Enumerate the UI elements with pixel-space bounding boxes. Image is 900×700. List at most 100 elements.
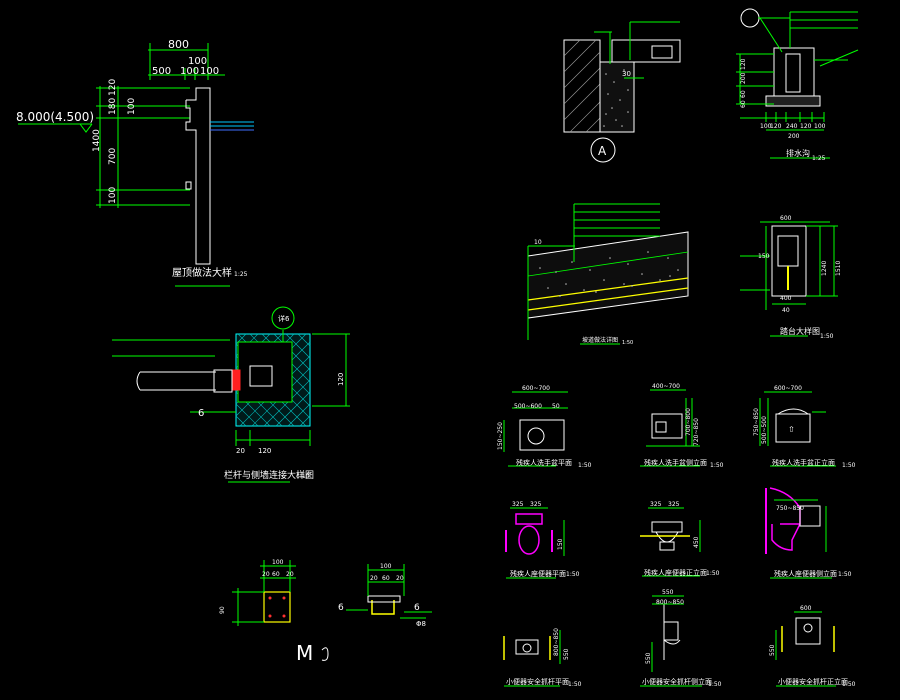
urinal-row: 800~850 550 小便器安全抓杆平面 1:50 550 800~850 5…: [503, 589, 856, 688]
anchor-scale: 1:10: [296, 473, 310, 480]
drain-dim-120c: 120: [740, 58, 747, 70]
toilet-front-dim-c: 450: [693, 536, 700, 548]
sink-front-dim-b: 750~850: [753, 408, 760, 436]
roof-elevation: 8.000(4.500): [16, 110, 94, 124]
section-a-wall-hatch: [563, 39, 601, 133]
anchor-dim-20: 20: [236, 447, 245, 455]
roof-dim-1400: 1400: [92, 129, 102, 152]
urinal-side-title: 小便器安全抓杆侧立面: [642, 677, 712, 686]
drain-dim-240: 240: [786, 123, 798, 130]
toilet-front: 325 325 450 残疾人座便器正立面 1:50: [640, 501, 720, 577]
sink-front-scale: 1:50: [842, 462, 856, 469]
anchor-dim-120b: 120: [337, 373, 345, 386]
section-a-channel: [651, 45, 673, 59]
drain-texts: 100 120 240 120 100 200 120 200 60 60 排水…: [740, 58, 826, 162]
step-dim-150: 150: [758, 253, 770, 260]
sink-side-dim-b: 700~800: [685, 408, 692, 436]
small2-dim-20b: 20: [396, 575, 404, 582]
ramp-dim: 10: [534, 239, 542, 246]
sink-plan-title: 残疾人洗手盆平面: [516, 458, 572, 467]
roof-left-dims: 120 180 100 1400 700 100: [92, 79, 137, 204]
roof-texts: 800 100 500 100 100 8.000(4.500) 屋顶做法大样 …: [16, 38, 248, 279]
sink-plan-dim-d: 150~250: [497, 422, 504, 450]
urinal-plan: 800~850 550 小便器安全抓杆平面 1:50: [503, 628, 582, 688]
drain-scale: 1:25: [812, 155, 826, 162]
ramp-leaders: [527, 203, 660, 345]
step-core: [777, 235, 799, 267]
step-dim-40: 40: [782, 307, 790, 314]
small1-dim-20b: 20: [286, 571, 294, 578]
sink-plan-scale: 1:50: [578, 462, 592, 469]
drain-dim-200: 200: [788, 133, 800, 140]
sink-side-dim-a: 400~700: [652, 383, 680, 390]
toilet-side-scale: 1:50: [838, 571, 852, 578]
section-a-label: A: [598, 144, 607, 158]
small1-title: M: [296, 641, 313, 665]
step-title: 踏台大样图: [780, 326, 820, 336]
roof-dim-100c: 100: [200, 66, 219, 77]
sink-side-title: 残疾人洗手盆侧立面: [644, 458, 707, 467]
drain-dim-120a: 120: [770, 123, 782, 130]
sink-front-arrow: ⇧: [788, 425, 795, 434]
sink-plan-dim-b: 500~600: [514, 403, 542, 410]
sink-front-dim-c: 500~500: [761, 416, 768, 444]
step-body: [771, 225, 807, 297]
small2-dim-20a: 20: [370, 575, 378, 582]
drain-dim-60b: 60: [740, 100, 747, 108]
anchor-embed-box: [237, 341, 293, 403]
drain-dim-60a: 60: [740, 90, 747, 98]
small1-dim-90: 90: [219, 606, 226, 614]
toilet-row: 325 325 150 残疾人座便器平面 1:50 325 325 450 残疾…: [505, 487, 852, 579]
anchor-callout-circle: [271, 306, 295, 330]
step-detail: 600 150 40 400 1240 1510 踏台大样图 1:50: [740, 215, 842, 340]
toilet-plan-dim-a: 325: [512, 501, 524, 508]
small1-dim-100: 100: [272, 559, 284, 566]
small2-channel: [371, 600, 395, 615]
step-texts: 600 150 40 400 1240 1510 踏台大样图 1:50: [758, 215, 842, 340]
small1-dim-60: 60: [272, 571, 280, 578]
drain-dim-100a: 100: [760, 123, 772, 130]
roof-dim-100d: 100: [127, 98, 137, 115]
sink-side: 400~700 700~800 720~850 残疾人洗手盆侧立面 1:50: [640, 383, 724, 469]
drain-dim-100b: 100: [814, 123, 826, 130]
urinal-side-dim-a: 550: [662, 589, 674, 596]
small2-dim-60: 60: [382, 575, 390, 582]
urinal-side-scale: 1:50: [708, 681, 722, 688]
section-a-dots: [603, 69, 629, 127]
urinal-plan-dim-a: 800~850: [553, 628, 560, 656]
anchor-callout: 详6: [278, 314, 290, 323]
toilet-front-title: 残疾人座便器正立面: [644, 568, 707, 577]
small-detail-1: 100 20 60 20 90 M: [219, 559, 329, 665]
roof-dim-100e: 100: [108, 187, 118, 204]
toilet-side: 750~850 残疾人座便器侧立面 1:50: [765, 487, 852, 579]
section-a: A 30: [563, 21, 681, 163]
urinal-front: 600 550 小便器安全抓杆正立面 1:50: [769, 605, 856, 688]
section-a-gutter: [611, 39, 681, 63]
sink-plan-dim-a: 600~700: [522, 385, 550, 392]
anchor-title: 栏杆与侧墙连接大样图: [224, 469, 314, 481]
roof-detail: [18, 43, 225, 208]
ramp-gravel: [539, 251, 679, 297]
roof-title: 屋顶做法大样: [172, 266, 232, 279]
toilet-front-scale: 1:50: [706, 570, 720, 577]
section-a-marker-circle: [590, 137, 616, 163]
ramp-title: 坡道做法详图: [582, 336, 618, 344]
sink-side-dim-c: 720~850: [693, 418, 700, 446]
drain-leaders: [736, 11, 859, 159]
urinal-side: 550 800~850 550 小便器安全抓杆侧立面 1:50: [640, 589, 722, 688]
section-a-dim: 30: [622, 70, 631, 78]
small2-dim-100: 100: [380, 563, 392, 570]
small-detail-2: 100 20 60 20 6 6 Φ8: [338, 563, 432, 628]
ramp-scale: 1:50: [622, 340, 633, 346]
step-dim-1240: 1240: [821, 261, 828, 276]
drain-detail: 100 120 240 120 100 200 120 200 60 60 排水…: [736, 8, 859, 162]
toilet-side-dim-a: 750~850: [776, 505, 804, 512]
toilet-plan-scale: 1:50: [566, 571, 580, 578]
small2-dim-6a: 6: [338, 603, 344, 613]
anchor-detail: [112, 306, 350, 483]
small1-dim-20a: 20: [262, 571, 270, 578]
step-leaders: [740, 221, 838, 337]
toilet-front-dim-b: 325: [668, 501, 680, 508]
ramp-layer-line2: [527, 287, 689, 311]
toilet-front-dim-a: 325: [650, 501, 662, 508]
